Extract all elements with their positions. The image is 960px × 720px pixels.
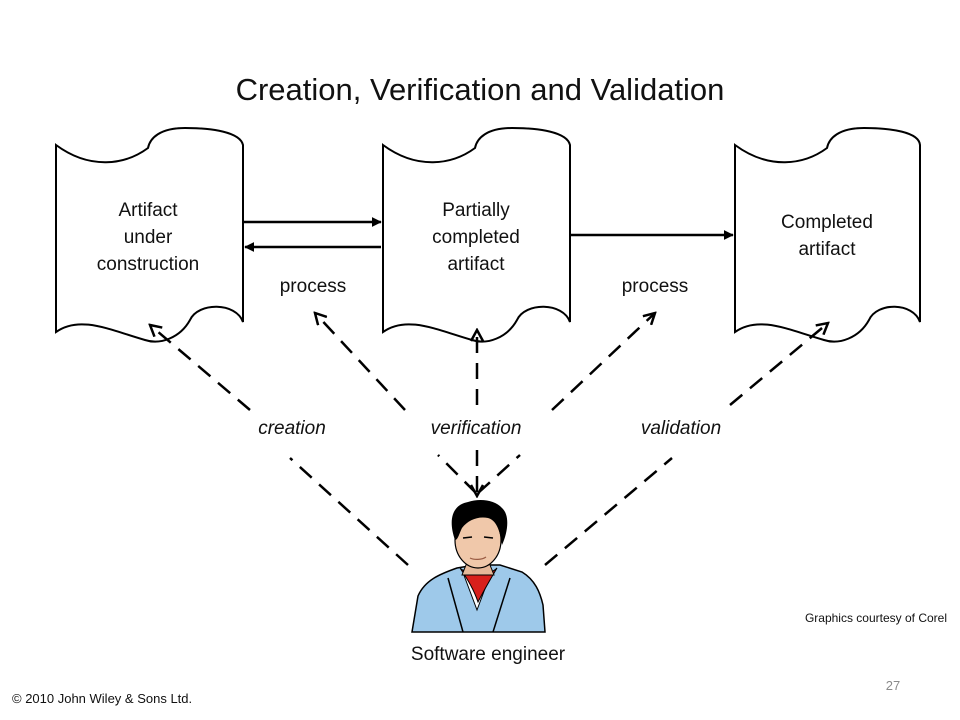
node-1-line-1: Artifact — [118, 200, 178, 221]
validation-dashed-arrow-left-upper — [551, 313, 655, 411]
validation-dashed-arrow-left-lower — [477, 454, 521, 494]
page-number: 27 — [886, 678, 900, 693]
validation-label: validation — [641, 418, 721, 439]
validation-dashed-arrow-right-lower — [544, 457, 673, 566]
partially-completed-artifact-node — [382, 126, 571, 343]
node-1-line-3: construction — [97, 254, 199, 275]
copyright-footer: © 2010 John Wiley & Sons Ltd. — [12, 691, 192, 706]
software-engineer-illustration — [411, 500, 546, 633]
graphics-credit: Graphics courtesy of Corel — [805, 611, 947, 625]
process-label-1: process — [280, 276, 347, 297]
creation-dashed-arrow-upper — [150, 325, 251, 411]
node-1-line-2: under — [124, 227, 173, 248]
actor-label: Software engineer — [411, 644, 566, 665]
creation-dashed-arrow-lower — [289, 457, 409, 566]
node-3-line-2: artifact — [798, 239, 856, 260]
node-2-line-3: artifact — [447, 254, 505, 275]
slide-title: Creation, Verification and Validation — [236, 72, 725, 107]
node-2-line-1: Partially — [442, 200, 510, 221]
node-3-line-1: Completed — [781, 212, 873, 233]
completed-artifact-node — [734, 126, 921, 343]
artifact-under-construction-node — [55, 126, 244, 343]
node-2-line-2: completed — [432, 227, 520, 248]
validation-dashed-arrow-right-upper — [729, 323, 828, 406]
verification-label: verification — [431, 418, 522, 439]
verification-dashed-arrow-left-upper — [315, 313, 406, 411]
verification-dashed-arrow-left-lower — [437, 454, 477, 494]
process-label-2: process — [622, 276, 689, 297]
creation-label: creation — [258, 418, 326, 439]
